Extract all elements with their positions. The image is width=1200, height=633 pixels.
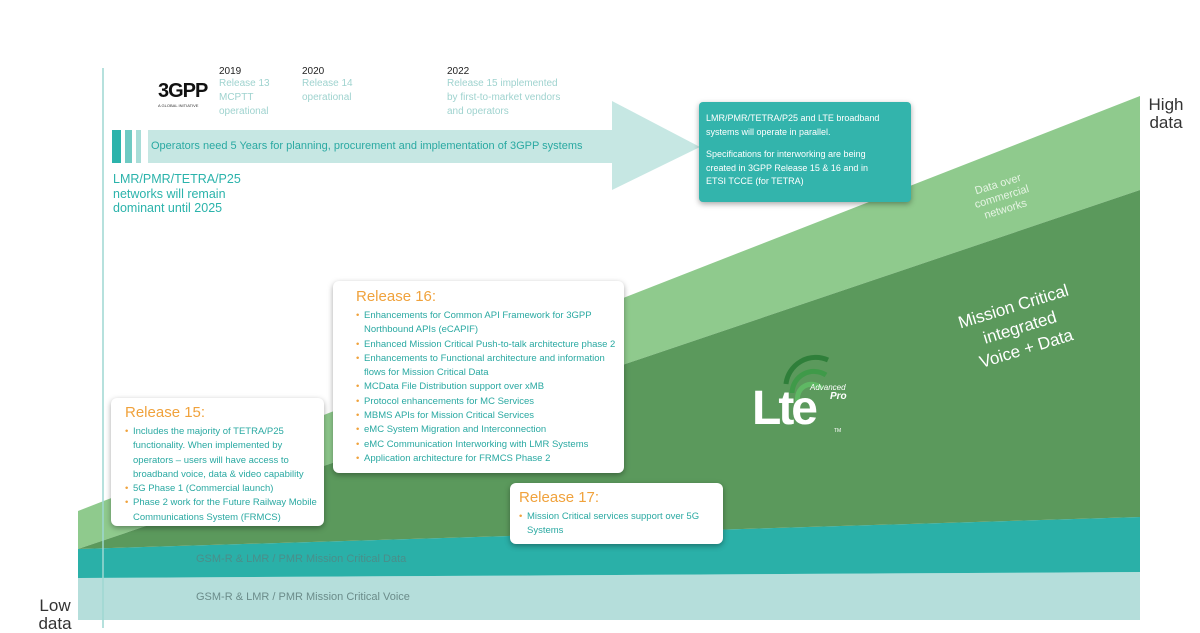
release15-title: Release 15: [125, 404, 206, 421]
release15-item: Phase 2 work for the Future Railway Mobi… [125, 496, 318, 525]
release16-box: Release 16: Enhancements for Common API … [333, 281, 624, 473]
arrow-stripe [136, 130, 141, 163]
timeline-desc: Release 13 [219, 78, 270, 89]
timeline-2019: 2019 Release 13 MCPTT operational [219, 66, 270, 119]
timeline-desc: and operators [447, 106, 509, 117]
parallel-line: ETSI TCCE (for TETRA) [706, 176, 804, 186]
low-label-line: Low [39, 596, 71, 615]
release16-item: Protocol enhancements for MC Services [356, 395, 618, 410]
parallel-operation-box: LMR/PMR/TETRA/P25 and LTE broadband syst… [699, 102, 911, 202]
release15-list: Includes the majority of TETRA/P25 funct… [125, 425, 318, 525]
mc-voice-band [78, 572, 1140, 620]
timeline-desc: by first-to-market vendors [447, 92, 561, 103]
note-line: dominant until 2025 [113, 201, 223, 215]
mc-data-label: GSM-R & LMR / PMR Mission Critical Data [196, 553, 407, 565]
parallel-line: Specifications for interworking are bein… [706, 149, 866, 159]
release17-title: Release 17: [519, 489, 600, 506]
lte-tm-text: TM [834, 428, 842, 434]
parallel-line: created in 3GPP Release 15 & 16 and in [706, 162, 868, 173]
high-label-line: data [1149, 113, 1183, 132]
3gpp-logo-text: 3GPP [158, 80, 208, 102]
arrow-text: Operators need 5 Years for planning, pro… [151, 140, 583, 152]
low-data-label: Low data [30, 597, 80, 633]
release16-item: MCData File Distribution support over xM… [356, 380, 618, 395]
timeline-desc: Release 15 implemented [447, 78, 558, 89]
timeline-desc: operational [302, 92, 352, 103]
timeline-arrow [148, 101, 700, 190]
release17-list: Mission Critical services support over 5… [519, 510, 717, 539]
release17-box: Release 17: Mission Critical services su… [510, 483, 723, 544]
mc-data-band [78, 517, 1140, 578]
timeline-2022: 2022 Release 15 implemented by first-to-… [447, 66, 560, 119]
mc-voice-label: GSM-R & LMR / PMR Mission Critical Voice [196, 591, 410, 603]
lmr-dominant-note: LMR/PMR/TETRA/P25 networks will remain d… [113, 172, 241, 216]
parallel-line: LMR/PMR/TETRA/P25 and LTE broadband [706, 113, 880, 123]
lte-advanced-pro-logo: Advanced Pro Lte TM [752, 378, 862, 440]
3gpp-logo: 3GPP A GLOBAL INITIATIVE [158, 80, 213, 120]
timeline-2020: 2020 Release 14 operational [302, 66, 353, 105]
arrow-stripe [125, 130, 132, 163]
timeline-year: 2019 [219, 66, 242, 77]
timeline-desc: Release 14 [302, 78, 353, 89]
timeline-year: 2022 [447, 66, 470, 77]
lte-pro-text: Pro [830, 391, 847, 402]
lte-main-text: Lte [752, 382, 818, 435]
release17-item: Mission Critical services support over 5… [519, 510, 717, 539]
note-line: networks will remain [113, 186, 226, 201]
arrow-stripe [112, 130, 121, 163]
lte-signal-icon [783, 354, 830, 403]
release16-list: Enhancements for Common API Framework fo… [356, 309, 618, 467]
release16-item: Application architecture for FRMCS Phase… [356, 452, 618, 467]
low-label-line: data [38, 614, 72, 633]
high-label-line: High [1148, 95, 1184, 114]
release16-item: MBMS APIs for Mission Critical Services [356, 409, 618, 424]
release16-item: Enhancements to Functional architecture … [356, 352, 618, 381]
release16-item: eMC Communication Interworking with LMR … [356, 438, 618, 453]
3gpp-logo-tagline: A GLOBAL INITIATIVE [158, 103, 199, 108]
release16-item: eMC System Migration and Interconnection [356, 423, 618, 438]
release15-item: Includes the majority of TETRA/P25 funct… [125, 425, 318, 482]
high-data-label: High data [1140, 96, 1192, 132]
release15-item: 5G Phase 1 (Commercial launch) [125, 482, 318, 497]
note-line: LMR/PMR/TETRA/P25 [113, 172, 241, 186]
parallel-line: systems will operate in parallel. [706, 126, 831, 137]
release16-title: Release 16: [356, 288, 437, 305]
timeline-desc: operational [219, 106, 269, 117]
timeline-desc: MCPTT [219, 92, 254, 103]
timeline-year: 2020 [302, 66, 325, 77]
release15-box: Release 15: Includes the majority of TET… [111, 398, 324, 526]
release16-item: Enhanced Mission Critical Push-to-talk a… [356, 338, 618, 353]
lte-advanced-text: Advanced [810, 383, 846, 392]
release16-item: Enhancements for Common API Framework fo… [356, 309, 618, 338]
